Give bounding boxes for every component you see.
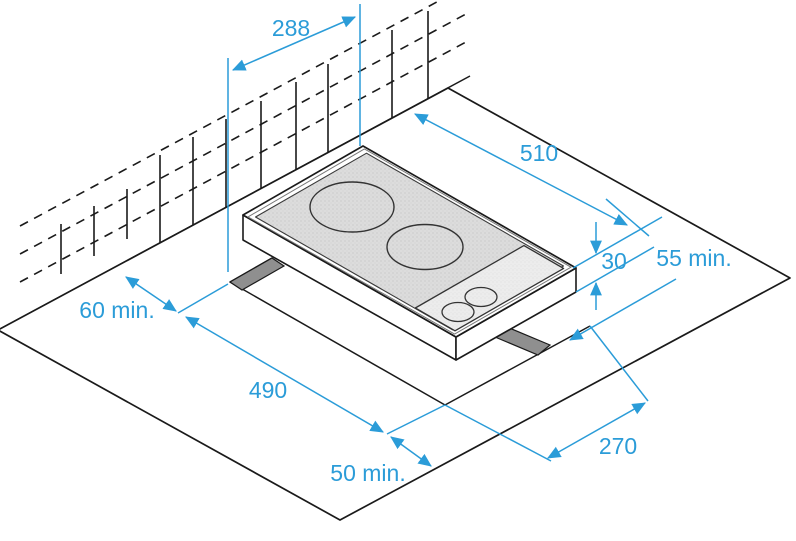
tile-row-dashed-lines [19, 0, 467, 283]
extension-line [589, 325, 649, 402]
wall-tiles [0, 0, 471, 330]
dimension-270 [444, 325, 649, 462]
dimension-490 [185, 316, 446, 435]
dimension-line [185, 316, 384, 433]
dimension-line [547, 402, 646, 459]
dimension-label-30: 30 [601, 248, 627, 274]
extension-line [177, 283, 229, 314]
dimension-labels: 288 510 30 55 min. 60 min. 490 50 min. 2… [79, 15, 731, 486]
tile-joint-lines [60, 11, 429, 274]
dimension-55min [569, 278, 677, 341]
dimension-label-50min: 50 min. [330, 460, 405, 486]
dimension-label-270: 270 [599, 433, 637, 459]
cutout-front-edge [444, 325, 591, 406]
dimension-288 [227, 4, 361, 272]
hob [242, 145, 577, 361]
cutout-hole-left [228, 257, 286, 291]
dimension-label-55min: 55 min. [656, 245, 731, 271]
extension-line [575, 246, 655, 293]
dimension-label-288: 288 [272, 15, 310, 41]
dimension-layer [125, 4, 677, 467]
cutout-opening [228, 257, 591, 406]
burner-small [386, 223, 464, 271]
dimension-line [232, 16, 356, 71]
burner-large [309, 181, 395, 233]
dimension-line [569, 278, 677, 341]
dimension-label-510: 510 [520, 140, 558, 166]
dimension-label-60min: 60 min. [79, 297, 154, 323]
dimension-30 [572, 216, 663, 310]
extension-line [386, 404, 446, 435]
dimension-50min [390, 436, 432, 467]
hob-rim-bevel [247, 148, 572, 335]
extension-line [572, 216, 663, 269]
control-knob-right [464, 286, 498, 308]
dimension-line [390, 436, 432, 467]
dimension-60min [125, 276, 229, 314]
dimension-line [414, 113, 628, 226]
extension-line [444, 404, 552, 462]
dimension-line [125, 276, 177, 312]
dimension-510 [414, 113, 650, 237]
dimension-label-490: 490 [249, 377, 287, 403]
control-knob-left [441, 301, 475, 323]
